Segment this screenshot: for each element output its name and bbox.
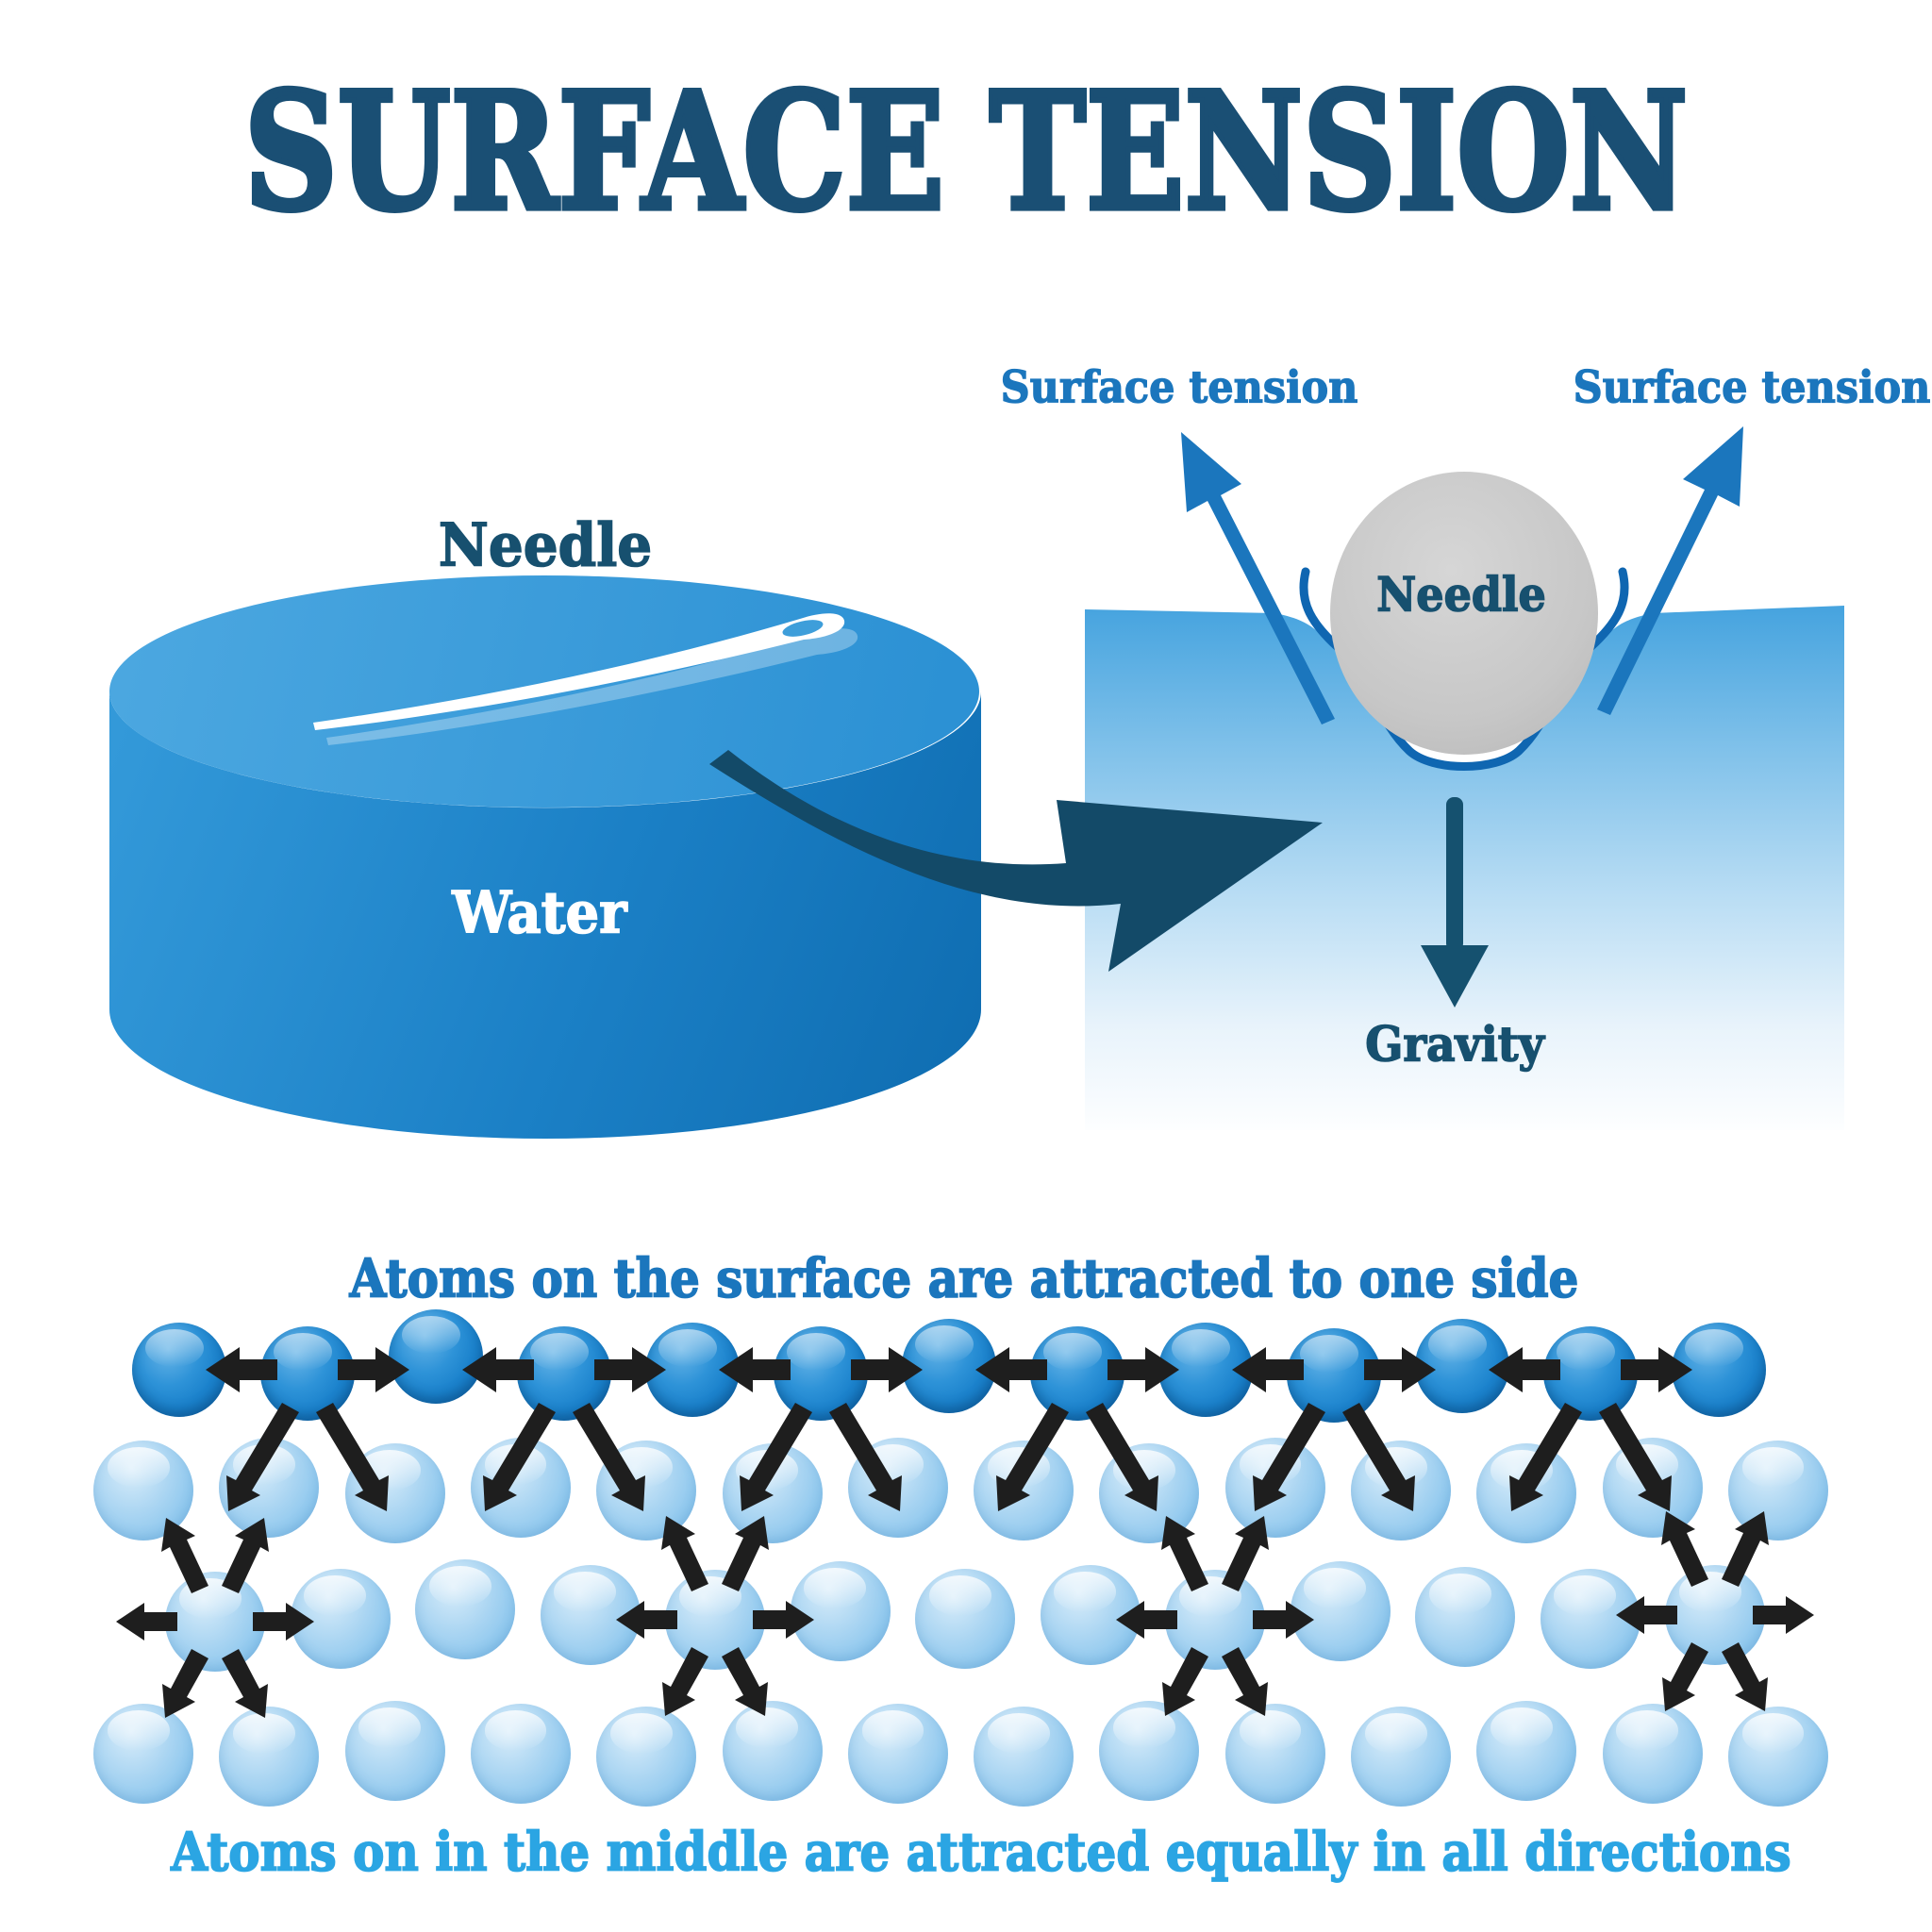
attraction-arrow xyxy=(116,1603,177,1641)
needle-label-right: Needle xyxy=(1376,566,1547,623)
attraction-arrow xyxy=(996,1403,1069,1511)
bulk-atom xyxy=(1224,1704,1325,1804)
bulk-atom xyxy=(219,1707,320,1807)
attraction-arrow xyxy=(975,1347,1047,1392)
surface-atom xyxy=(389,1309,483,1404)
water-label: Water xyxy=(452,879,628,947)
surface-atom xyxy=(1415,1319,1509,1413)
attraction-arrow xyxy=(253,1603,314,1641)
page-title: SURFACE TENSION xyxy=(242,56,1690,250)
attraction-arrow xyxy=(462,1347,534,1392)
surface-tension-arrow-left xyxy=(1181,432,1335,724)
attraction-arrow xyxy=(1661,1511,1708,1587)
surface-tension-label-right: Surface tension xyxy=(1573,362,1931,414)
attraction-arrow xyxy=(616,1601,677,1639)
attraction-arrow xyxy=(1108,1347,1179,1392)
bulk-atom xyxy=(344,1701,445,1801)
attraction-arrow xyxy=(338,1347,409,1392)
attraction-arrow xyxy=(1222,1647,1268,1716)
bulk-atom xyxy=(1290,1561,1391,1661)
bulk-atom xyxy=(790,1561,891,1661)
bulk-atom xyxy=(93,1704,193,1804)
surface-tension-label-left: Surface tension xyxy=(1000,362,1358,414)
attraction-arrow xyxy=(1616,1596,1677,1634)
gravity-label: Gravity xyxy=(1364,1017,1544,1074)
attraction-arrow xyxy=(719,1347,791,1392)
attraction-arrow xyxy=(1509,1403,1582,1511)
attraction-arrow xyxy=(206,1347,277,1392)
attraction-arrow xyxy=(1599,1403,1672,1511)
attraction-arrow xyxy=(722,1647,768,1716)
attraction-arrow xyxy=(1086,1403,1158,1511)
bulk-atom xyxy=(915,1569,1015,1669)
attraction-arrow xyxy=(1342,1403,1415,1511)
caption-middle-atoms: Atoms on in the middle are attracted equ… xyxy=(170,1820,1791,1884)
attraction-arrow xyxy=(1222,1516,1269,1591)
bulk-atom xyxy=(165,1572,265,1672)
surface-atom xyxy=(902,1319,996,1413)
surface-atom xyxy=(1030,1326,1124,1421)
bulk-atom xyxy=(722,1701,823,1801)
attraction-arrow xyxy=(851,1347,923,1392)
needle-reflection xyxy=(326,628,858,745)
attraction-arrow xyxy=(661,1516,708,1591)
attraction-arrow xyxy=(722,1516,769,1591)
attraction-arrow xyxy=(161,1518,208,1593)
needle-label-left: Needle xyxy=(438,510,653,580)
cylinder-body xyxy=(109,691,981,1139)
attraction-arrow xyxy=(1253,1601,1314,1639)
needle-eye xyxy=(782,620,824,637)
bulk-atom xyxy=(665,1570,765,1670)
bulk-atom xyxy=(847,1704,948,1804)
attraction-arrow xyxy=(222,1649,268,1718)
attraction-arrow xyxy=(573,1403,645,1511)
bulk-atom xyxy=(1602,1704,1703,1804)
water-surface-fill xyxy=(1085,606,1844,1130)
attraction-arrow xyxy=(1753,1596,1814,1634)
attraction-arrow xyxy=(316,1403,389,1511)
attraction-arrow xyxy=(1621,1347,1692,1392)
bulk-atom xyxy=(596,1707,697,1807)
attraction-arrow xyxy=(222,1518,269,1593)
bulk-atom xyxy=(93,1441,193,1541)
attraction-arrow xyxy=(1662,1642,1708,1711)
attraction-arrow xyxy=(1116,1601,1177,1639)
gravity-arrow xyxy=(1421,797,1489,1008)
attraction-arrow xyxy=(1162,1647,1208,1716)
attraction-arrow xyxy=(662,1647,708,1716)
attraction-arrow xyxy=(1489,1347,1560,1392)
attraction-arrow xyxy=(1722,1642,1768,1711)
attraction-arrow xyxy=(162,1649,208,1718)
attraction-arrow xyxy=(1364,1347,1436,1392)
attraction-arrow xyxy=(753,1601,814,1639)
bulk-atom xyxy=(1415,1567,1515,1667)
zoom-curved-arrow xyxy=(709,750,1323,972)
attraction-arrow xyxy=(1722,1511,1769,1587)
caption-surface-atoms: Atoms on the surface are attracted to on… xyxy=(349,1246,1579,1310)
bulk-atom xyxy=(415,1559,515,1659)
attraction-arrow xyxy=(1232,1347,1304,1392)
attraction-arrow xyxy=(740,1403,812,1511)
attraction-arrow xyxy=(483,1403,556,1511)
attraction-arrow xyxy=(829,1403,902,1511)
closeup-panel xyxy=(1085,472,1844,1130)
bulk-atom xyxy=(1727,1707,1828,1807)
water-cylinder xyxy=(109,575,981,1139)
bulk-atom xyxy=(1351,1707,1451,1807)
bulk-atom xyxy=(470,1704,571,1804)
attraction-arrow xyxy=(226,1403,299,1511)
attraction-arrow xyxy=(1253,1403,1325,1511)
bulk-atom xyxy=(974,1707,1074,1807)
bulk-atom xyxy=(1476,1701,1577,1801)
needle-cross-section xyxy=(1330,472,1598,755)
attraction-arrow xyxy=(594,1347,666,1392)
surface-tension-arrow-right xyxy=(1597,426,1743,715)
floating-needle xyxy=(313,613,858,745)
attraction-arrow xyxy=(1161,1516,1208,1591)
